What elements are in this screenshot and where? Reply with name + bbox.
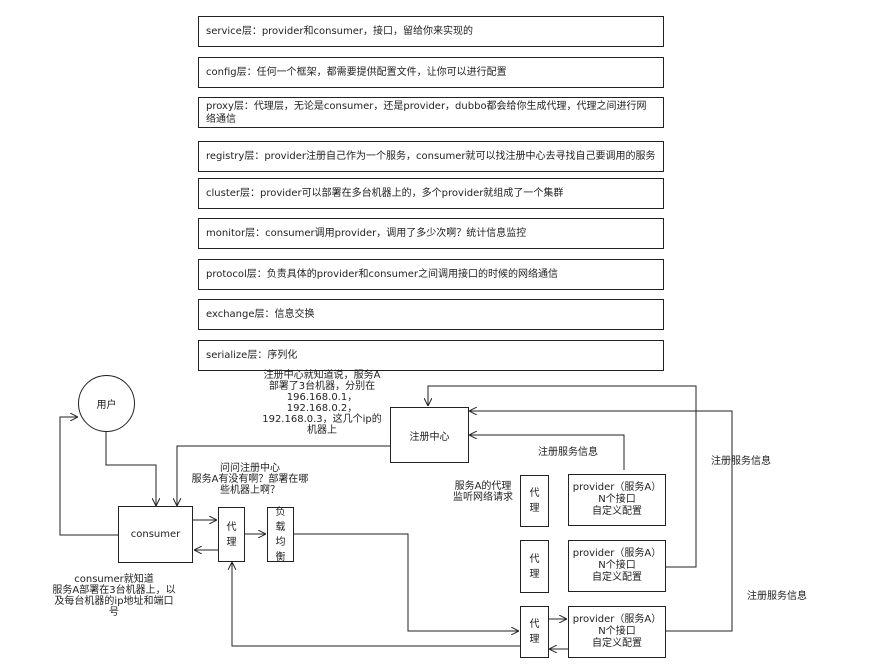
edge-user-to-consumer <box>105 432 156 505</box>
note-ask-registry: 问问注册中心 服务A有没有啊？部署在哪 些机器上啊？ <box>191 463 309 496</box>
provider-proxy-3-box: 代理 <box>520 606 549 658</box>
layer-serialize: serialize层：序列化 <box>198 340 664 371</box>
edge-provider-1-register <box>470 435 625 470</box>
load-balance-label: 负载均衡 <box>275 506 286 563</box>
consumer-label: consumer <box>130 529 181 540</box>
provider-interfaces: N个接口 <box>598 560 636 571</box>
provider-3-box: provider（服务A） N个接口 自定义配置 <box>568 606 666 658</box>
provider-proxy-1-box: 代理 <box>520 475 549 527</box>
layer-text: proxy层：代理层，无论是consumer，还是provider，dubbo都… <box>206 100 647 125</box>
provider-interfaces: N个接口 <box>598 626 636 637</box>
layer-monitor: monitor层：consumer调用provider，调用了多少次啊？统计信息… <box>198 218 664 249</box>
layer-protocol: protocol层：负责具体的provider和consumer之间调用接口的时… <box>198 259 664 290</box>
label-register-info-2: 注册服务信息 <box>711 456 771 467</box>
layer-config: config层：任何一个框架，都需要提供配置文件，让你可以进行配置 <box>198 57 664 88</box>
provider-name: provider（服务A） <box>572 614 662 625</box>
consumer-proxy-box: 代理 <box>218 507 245 562</box>
label-register-info-3: 注册服务信息 <box>747 591 807 602</box>
edge-provider-2-register <box>428 385 697 568</box>
consumer-proxy-label: 代理 <box>226 521 237 548</box>
load-balance-box: 负载均衡 <box>267 506 294 563</box>
provider-proxy-label: 代理 <box>529 619 540 645</box>
note-registry-knows: 注册中心就知道说，服务A 部署了3台机器，分别在 196.168.0.1， 19… <box>262 370 382 436</box>
user-label: 用户 <box>96 400 117 411</box>
layer-text: service层：provider和consumer，接口，留给你来实现的 <box>206 26 473 37</box>
provider-name: provider（服务A） <box>572 482 662 493</box>
edge-registry-to-consumer <box>177 445 390 505</box>
layer-proxy: proxy层：代理层，无论是consumer，还是provider，dubbo都… <box>198 97 664 128</box>
layer-registry: registry层：provider注册自己作为一个服务，consumer就可以… <box>198 141 664 172</box>
registry-box: 注册中心 <box>390 407 469 463</box>
layer-text: exchange层：信息交换 <box>206 309 315 320</box>
note-proxy-listen: 服务A的代理 监听网络请求 <box>453 481 513 503</box>
layer-text: config层：任何一个框架，都需要提供配置文件，让你可以进行配置 <box>206 67 507 78</box>
layer-text: monitor层：consumer调用provider，调用了多少次啊？统计信息… <box>206 228 527 239</box>
provider-config: 自定义配置 <box>592 638 642 649</box>
provider-1-box: provider（服务A） N个接口 自定义配置 <box>568 474 666 526</box>
consumer-box: consumer <box>118 506 193 563</box>
note-consumer-knows: consumer就知道 服务A部署在3台机器上，以 及每台机器的ip地址和端口 … <box>52 574 176 618</box>
edge-loadbalance-to-provider-proxy <box>294 533 518 631</box>
provider-proxy-label: 代理 <box>529 488 540 514</box>
layer-text: serialize层：序列化 <box>206 350 298 361</box>
provider-proxy-label: 代理 <box>529 553 540 580</box>
provider-name: provider（服务A） <box>572 548 662 559</box>
layer-service: service层：provider和consumer，接口，留给你来实现的 <box>198 16 664 47</box>
layer-cluster: cluster层：provider可以部署在多台机器上的，多个provider就… <box>198 178 664 209</box>
provider-proxy-2-box: 代理 <box>520 540 549 593</box>
layer-text: cluster层：provider可以部署在多台机器上的，多个provider就… <box>206 188 564 199</box>
provider-config: 自定义配置 <box>592 572 642 583</box>
label-register-info-1: 注册服务信息 <box>538 447 598 458</box>
layer-text: registry层：provider注册自己作为一个服务，consumer就可以… <box>206 151 656 162</box>
edge-provider-proxy-to-consumer-proxy <box>232 563 520 647</box>
edge-provider-3-register <box>470 411 733 632</box>
provider-2-box: provider（服务A） N个接口 自定义配置 <box>568 540 666 592</box>
provider-config: 自定义配置 <box>592 506 642 517</box>
edge-consumer-to-user <box>59 417 118 536</box>
registry-label: 注册中心 <box>409 431 450 443</box>
user-node: 用户 <box>78 375 135 432</box>
provider-interfaces: N个接口 <box>598 494 636 505</box>
layer-text: protocol层：负责具体的provider和consumer之间调用接口的时… <box>206 269 558 280</box>
layer-exchange: exchange层：信息交换 <box>198 299 664 330</box>
